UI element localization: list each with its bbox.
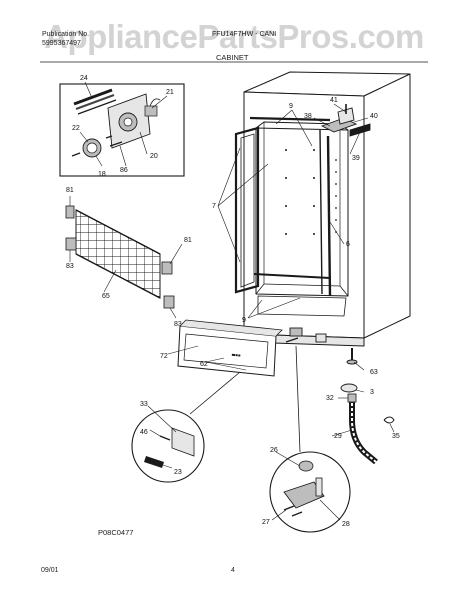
callout-27: 27 (262, 519, 270, 526)
screw-part (115, 141, 123, 145)
callout-41: 41 (330, 97, 338, 104)
cabinet-opening (255, 127, 349, 297)
screw-part (109, 143, 117, 147)
liner-dimples (285, 149, 337, 235)
callout-65: 65 (102, 293, 110, 300)
screw-part (105, 135, 113, 139)
callout-21: 21 (166, 89, 174, 96)
callout-40: 40 (370, 113, 378, 120)
breaker-base-part (257, 295, 347, 317)
leader-lines (69, 103, 395, 521)
callout-18: 18 (98, 171, 106, 178)
grille-clip-part (65, 205, 75, 219)
callout-81: 81 (66, 187, 74, 194)
callout-28: 28 (342, 521, 350, 528)
callout-9: 9 (289, 103, 293, 110)
light-assembly-inset (59, 81, 185, 177)
drain-fitting-part (347, 393, 357, 403)
bottom-hinge-parts (285, 327, 327, 343)
callout-labels: 24 21 22 20 18 86 9 41 38 40 39 7 6 81 83 65 81 83 9 72 62 63… (66, 75, 400, 528)
footer-page: 4 (231, 567, 235, 574)
callout-63: 63 (370, 369, 378, 376)
cabinet-body (243, 71, 411, 347)
kickplate-part: ▪▪ ▪ ▪ (177, 319, 283, 377)
callout-38: 38 (304, 113, 312, 120)
callout-29: 29 (334, 433, 342, 440)
detail-circle-right (269, 451, 351, 533)
strike-part (144, 456, 164, 468)
leveling-leg-part (346, 348, 358, 365)
callout-7: 7 (212, 203, 216, 210)
hinge-bushing-part (298, 460, 314, 472)
grille-clip-part (163, 295, 175, 309)
callout-23: 23 (174, 469, 182, 476)
detail-link-line (189, 371, 241, 415)
drain-tube-part (347, 393, 378, 465)
footer-date: 09/01 (41, 567, 59, 574)
drain-clip-part (383, 416, 395, 424)
screw-part (283, 505, 295, 511)
screw-part (159, 435, 171, 441)
inset-leader-lines (79, 81, 168, 167)
detail-circle-left (131, 409, 205, 483)
callout-3: 3 (370, 389, 374, 396)
diagram-code: P08C0477 (98, 528, 134, 537)
bottom-hinge-bracket-part (283, 481, 325, 509)
bottom-hinge-part (289, 327, 303, 337)
callout-20: 20 (150, 153, 158, 160)
section-title: CABINET (216, 53, 249, 62)
drain-plug-part (340, 383, 358, 393)
callout-83: 83 (66, 263, 74, 270)
top-hinge-assembly (320, 104, 371, 137)
callout-83: 83 (174, 321, 182, 328)
callout-81: 81 (184, 237, 192, 244)
callout-33: 33 (140, 401, 148, 408)
grille-clip-part (161, 261, 173, 275)
publication-number: 5995367497 (42, 40, 81, 47)
callout-22: 22 (72, 125, 80, 132)
callout-32: 32 (326, 395, 334, 402)
callout-24: 24 (80, 75, 88, 82)
switch-part (144, 105, 158, 117)
callout-35: 35 (392, 433, 400, 440)
door-gasket-part (234, 126, 260, 294)
condenser-grille-part (75, 209, 161, 299)
callout-26: 26 (270, 447, 278, 454)
callout-46: 46 (140, 429, 148, 436)
grille-clips (65, 205, 175, 309)
bracket-part (171, 427, 195, 457)
svg-text:▪▪ ▪ ▪: ▪▪ ▪ ▪ (232, 352, 241, 358)
hinge-pin-part (349, 123, 371, 137)
callout-86: 86 (120, 167, 128, 174)
callout-9: 9 (242, 317, 246, 324)
grille-clip-part (65, 237, 77, 251)
model-number: FFU14F7HW - CANI (212, 31, 277, 38)
hinge-block-part (315, 333, 327, 343)
publication-label: Publication No. (42, 31, 90, 38)
screw-part (71, 152, 81, 157)
detail-link-line (295, 345, 301, 453)
light-shield-part (73, 88, 117, 115)
callout-39: 39 (352, 155, 360, 162)
callout-72: 72 (160, 353, 168, 360)
screw-part (291, 511, 303, 517)
callout-6: 6 (346, 241, 350, 248)
callout-62: 62 (200, 361, 208, 368)
hinge-bracket-part (337, 107, 355, 125)
